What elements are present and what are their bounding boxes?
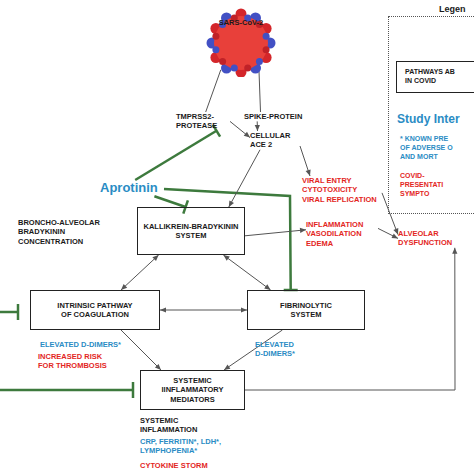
annotation-text: SYSTEMIC INFLAMMATION: [140, 416, 202, 435]
process-box: FIBRINOLYTIC SYSTEM: [247, 290, 365, 330]
node-text: Legen: [439, 4, 466, 15]
node-text: VIRAL ENTRY CYTOTOXICITY VIRAL REPLICATI…: [302, 176, 380, 204]
annotation-text: Study Inter: [397, 112, 460, 127]
connector-line: [378, 228, 398, 238]
connector-line: [245, 230, 306, 236]
inhibition-line: [0, 304, 18, 320]
annotation-text: COVID- PRESENTATI SYMPTO: [400, 172, 450, 198]
protein-label: TMPRSS2- PROTEASE: [176, 112, 230, 131]
arrow-connector: [378, 228, 398, 238]
spike-dot: [231, 65, 238, 72]
spike-dot: [212, 33, 219, 40]
arrow-connector: [229, 150, 260, 207]
node-text: INFLAMMATION VASODILATION EDEMA: [306, 220, 376, 248]
arrow-head: [160, 307, 166, 312]
arrow-head: [255, 125, 260, 131]
node-text: FIBRINOLYTIC SYSTEM: [271, 301, 341, 320]
arrow-head: [152, 255, 158, 261]
annotation-text: ELEVATED D-DIMERS*: [40, 340, 121, 349]
process-box: SYSTEMIC IINFLAMMATORY MEDIATORS: [140, 370, 245, 410]
spike-dot: [263, 46, 270, 53]
inhibition-connector: [135, 125, 220, 180]
annotation-text: CRP, FERRITIN*, LDH*, LYMPHOPENIA*: [140, 437, 228, 456]
spike-dot: [244, 65, 251, 72]
arrow-connector: [245, 248, 457, 390]
spike-dot: [256, 58, 263, 65]
connector-line: [121, 255, 159, 290]
arrow-connector: [245, 228, 306, 236]
legend-key-box: PATHWAYS AB IN COVID: [396, 61, 474, 93]
arrow-head: [223, 255, 229, 261]
arrow-head: [300, 228, 306, 233]
spike-dot: [212, 46, 219, 53]
arrow-head: [244, 132, 250, 138]
process-box: KALLIKREIN-BRADYKININ SYSTEM: [137, 207, 245, 255]
connector-line: [154, 196, 185, 207]
connector-line: [206, 70, 221, 112]
node-text: ALVEOLAR DYSFUNCTION: [398, 229, 456, 248]
inhibition-connector: [154, 196, 188, 213]
arrow-head: [452, 248, 457, 254]
virus-particle: SARS-CoV-2: [205, 5, 277, 77]
receptor-label: CELLULAR ACE 2: [250, 131, 300, 150]
node-text: SYSTEMIC IINFLAMMATORY MEDIATORS: [158, 376, 228, 404]
arrow-connector: [300, 146, 311, 176]
arrow-head: [306, 170, 311, 177]
drug-label: Aprotinin: [100, 180, 164, 196]
node-text: CELLULAR ACE 2: [250, 131, 300, 150]
annotation-text: INCREASED RISK FOR THROMBOSIS: [38, 352, 112, 371]
arrow-connector: [121, 255, 159, 290]
annotation-text: ELEVATED D-DIMERS*: [255, 340, 301, 359]
node-text: Aprotinin: [100, 180, 158, 196]
connector-line: [230, 121, 250, 137]
annotation-text: * KNOWN PRE OF ADVERSE O AND MORT: [400, 135, 456, 161]
connector-line: [135, 131, 216, 180]
spike-dot: [219, 58, 226, 65]
spike-dot: [263, 33, 270, 40]
process-box: INTRINSIC PATHWAY OF COAGULATION: [30, 290, 160, 330]
connector-line: [121, 330, 161, 370]
symptom-text: VIRAL ENTRY CYTOTOXICITY VIRAL REPLICATI…: [302, 176, 382, 204]
virus-body: [214, 16, 268, 70]
virus-outline: [205, 5, 277, 77]
arrow-connector: [223, 255, 270, 290]
connector-line: [259, 71, 261, 112]
node-text: KALLIKREIN-BRADYKININ SYSTEM: [141, 222, 241, 241]
connector-line: [223, 255, 270, 290]
symptom-text: INFLAMMATION VASODILATION EDEMA: [306, 220, 378, 248]
arrow-head: [393, 228, 398, 235]
arrow-connector: [206, 70, 221, 112]
node-text: SPIKE-PROTEIN: [244, 112, 302, 121]
inhibition-line: [0, 382, 133, 398]
node-text: PATHWAYS AB IN COVID: [405, 68, 461, 86]
arrow-connector: [230, 121, 250, 137]
connector-line: [229, 150, 260, 207]
annotation-text: BRONCHO-ALVEOLAR BRADYKININ CONCENTRATIO…: [18, 218, 118, 246]
arrow-connector: [255, 121, 260, 131]
node-text: INTRINSIC PATHWAY OF COAGULATION: [53, 301, 138, 320]
node-text: TMPRSS2- PROTEASE: [176, 112, 228, 131]
symptom-text: ALVEOLAR DYSFUNCTION: [398, 229, 456, 248]
arrow-connector: [121, 330, 161, 370]
protein-label: SPIKE-PROTEIN: [244, 112, 310, 121]
node-text: SARS-CoV-2: [219, 18, 264, 27]
connector-line: [300, 146, 310, 176]
connector-line: [160, 310, 247, 311]
arrow-connector: [160, 307, 247, 312]
annotation-text: CYTOKINE STORM: [140, 461, 208, 470]
arrow-connector: [259, 71, 261, 112]
connector-line: [245, 248, 455, 390]
arrow-head: [392, 233, 399, 238]
